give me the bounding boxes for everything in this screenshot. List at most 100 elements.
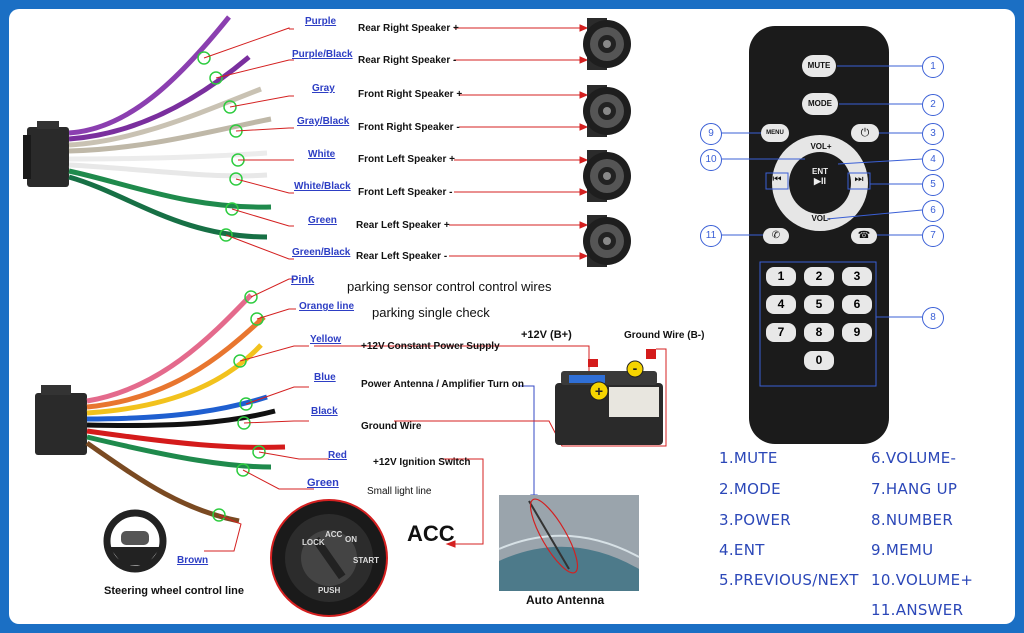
wire-function-label: Front Left Speaker + bbox=[358, 154, 455, 165]
next-icon: ⏭ bbox=[854, 174, 864, 185]
speaker-harness bbox=[23, 15, 589, 260]
acc-label: ACC bbox=[407, 521, 455, 546]
number-key[interactable]: 5 bbox=[804, 295, 834, 314]
phone-answer-icon: ✆ bbox=[771, 230, 781, 241]
number-key[interactable]: 2 bbox=[804, 267, 834, 286]
speaker-icon bbox=[583, 18, 631, 267]
callout-marker: 6 bbox=[922, 200, 944, 222]
ignition-acc-text: ACC bbox=[325, 530, 343, 539]
wire-color-label: Green bbox=[308, 215, 337, 226]
ent-button[interactable]: ENT ▶II bbox=[799, 167, 841, 187]
remote-callout-lines bbox=[721, 65, 923, 318]
svg-text:+: + bbox=[595, 383, 603, 399]
battery-positive-label: +12V (B+) bbox=[521, 329, 572, 341]
callout-marker: 7 bbox=[922, 225, 944, 247]
wire-color-label: Orange line bbox=[299, 301, 355, 312]
diagram-panel: + - bbox=[9, 9, 1015, 624]
callout-marker: 2 bbox=[922, 94, 944, 116]
wire-color-label: Gray bbox=[312, 83, 335, 94]
steering-wheel-icon bbox=[103, 509, 167, 573]
ignition-on-text: ON bbox=[345, 535, 357, 544]
antenna-caption: Auto Antenna bbox=[526, 593, 605, 607]
wire-color-label: White/Black bbox=[294, 181, 351, 192]
number-key[interactable]: 0 bbox=[804, 351, 834, 370]
wire-color-label: Purple/Black bbox=[292, 49, 353, 60]
wire-color-label: Red bbox=[328, 450, 347, 461]
battery-negative-label: Ground Wire (B-) bbox=[624, 330, 705, 341]
legend-item: 4.ENT bbox=[719, 541, 765, 559]
callout-marker: 5 bbox=[922, 174, 944, 196]
number-key[interactable]: 9 bbox=[842, 323, 872, 342]
wire-color-label: Brown bbox=[177, 555, 209, 566]
legend-item: 10.VOLUME+ bbox=[871, 571, 974, 589]
wire-color-label: Green/Black bbox=[292, 247, 351, 258]
callout-marker: 8 bbox=[922, 307, 944, 329]
wire-function-label: Power Antenna / Amplifier Turn on bbox=[361, 379, 524, 390]
wire-color-label: Purple bbox=[305, 16, 337, 27]
number-key[interactable]: 7 bbox=[766, 323, 796, 342]
wire-color-label: Blue bbox=[314, 372, 336, 383]
legend-item: 5.PREVIOUS/NEXT bbox=[719, 571, 859, 589]
wire-color-label: Gray/Black bbox=[297, 116, 350, 127]
vol-down-button[interactable]: VOL- bbox=[811, 214, 831, 223]
ignition-icon bbox=[270, 499, 388, 617]
previous-icon: ⏮ bbox=[772, 174, 782, 185]
callout-marker: 10 bbox=[700, 149, 722, 171]
battery-icon: + - bbox=[555, 349, 663, 445]
legend-item: 11.ANSWER bbox=[871, 601, 964, 619]
legend-item: 7.HANG UP bbox=[871, 480, 958, 498]
number-key[interactable]: 6 bbox=[842, 295, 872, 314]
callout-marker: 4 bbox=[922, 149, 944, 171]
wire-function-label: Front Left Speaker - bbox=[358, 187, 453, 198]
wire-function-label: Rear Left Speaker + bbox=[356, 220, 450, 231]
play-pause-icon: ▶II bbox=[814, 176, 826, 186]
wire-function-label: Front Right Speaker - bbox=[358, 122, 460, 133]
wire-function-label: +12V Constant Power Supply bbox=[361, 341, 500, 352]
callout-marker: 3 bbox=[922, 123, 944, 145]
wire-function-label: +12V Ignition Switch bbox=[373, 457, 471, 468]
number-key[interactable]: 1 bbox=[766, 267, 796, 286]
previous-button[interactable]: ⏮ bbox=[769, 174, 785, 185]
answer-button[interactable]: ✆ bbox=[763, 228, 789, 244]
wire-color-label: Yellow bbox=[310, 334, 342, 345]
legend-item: 8.NUMBER bbox=[871, 511, 954, 529]
wire-function-label: parking sensor control control wires bbox=[347, 279, 552, 294]
ignition-push-text: PUSH bbox=[318, 586, 341, 595]
wire-color-label: Pink bbox=[291, 274, 315, 286]
svg-text:-: - bbox=[633, 360, 638, 376]
legend-item: 9.MEMU bbox=[871, 541, 934, 559]
steering-caption: Steering wheel control line bbox=[104, 585, 244, 597]
legend-item: 1.MUTE bbox=[719, 449, 778, 467]
wire-function-label: Ground Wire bbox=[361, 421, 422, 432]
power-harness bbox=[35, 278, 667, 552]
number-key[interactable]: 4 bbox=[766, 295, 796, 314]
wire-function-label: Rear Right Speaker - bbox=[358, 55, 457, 66]
vol-up-button[interactable]: VOL+ bbox=[810, 142, 832, 151]
legend-item: 2.MODE bbox=[719, 480, 781, 498]
mute-button[interactable]: MUTE bbox=[802, 55, 836, 77]
ignition-start-text: START bbox=[353, 556, 380, 565]
hang-up-button[interactable]: ☎ bbox=[851, 228, 877, 244]
wire-color-label: White bbox=[308, 149, 336, 160]
callout-marker: 1 bbox=[922, 56, 944, 78]
wire-function-label: Rear Left Speaker - bbox=[356, 251, 448, 262]
callout-marker: 9 bbox=[700, 123, 722, 145]
menu-button[interactable]: MENU bbox=[761, 124, 789, 142]
antenna-photo bbox=[498, 495, 640, 591]
ignition-lock-text: LOCK bbox=[302, 538, 325, 547]
power-button[interactable]: ⏻ bbox=[851, 124, 879, 142]
legend-item: 3.POWER bbox=[719, 511, 791, 529]
mode-button[interactable]: MODE bbox=[802, 93, 838, 115]
wire-function-label: Rear Right Speaker + bbox=[358, 23, 459, 34]
number-key[interactable]: 3 bbox=[842, 267, 872, 286]
ent-label: ENT bbox=[812, 167, 828, 176]
legend-item: 6.VOLUME- bbox=[871, 449, 957, 467]
wire-function-label: parking single check bbox=[372, 305, 490, 320]
wire-function-label: Front Right Speaker + bbox=[358, 89, 463, 100]
wire-color-label: Green bbox=[307, 477, 339, 489]
number-key[interactable]: 8 bbox=[804, 323, 834, 342]
next-button[interactable]: ⏭ bbox=[851, 174, 867, 185]
callout-marker: 11 bbox=[700, 225, 722, 247]
power-icon: ⏻ bbox=[860, 127, 870, 139]
wire-color-label: Black bbox=[311, 406, 338, 417]
